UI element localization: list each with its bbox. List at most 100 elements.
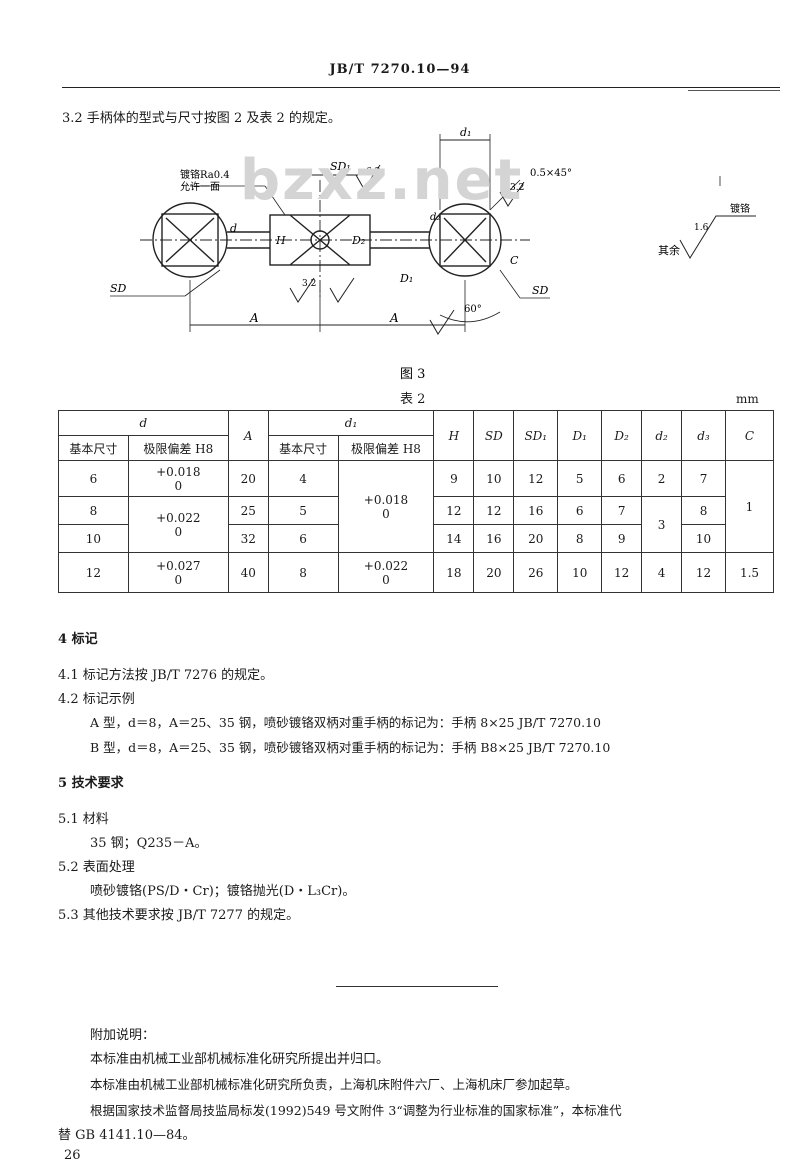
cell-d1cap: 5 xyxy=(557,460,603,497)
tol-lower: 0 xyxy=(174,524,183,539)
tol-upper: +0.018 xyxy=(156,464,201,479)
cell-sd1: 12 xyxy=(513,460,559,497)
notes-line-3: 根据国家技术监督局技监局标发(1992)549 号文附件 3“调整为行业标准的国… xyxy=(90,1103,622,1118)
roughness-all-label: 其余 xyxy=(658,243,680,257)
cell-h: 14 xyxy=(433,524,475,553)
cell-d2-merged: 3 xyxy=(641,496,683,553)
tol-upper: +0.022 xyxy=(156,510,201,525)
table-caption: 表 2 xyxy=(400,392,426,407)
cell-d1cap: 10 xyxy=(557,552,603,593)
table-unit: mm xyxy=(736,392,759,406)
cell-d2cap: 7 xyxy=(601,496,643,525)
th-d1: d₁ xyxy=(267,410,435,436)
section-3-2: 3.2 手柄体的型式与尺寸按图 2 及表 2 的规定。 xyxy=(62,111,341,126)
dim-d2-label: D₂ xyxy=(351,234,365,247)
dim-a-left-label: A xyxy=(249,311,259,325)
roughness-all-value: 1.6 xyxy=(694,223,709,233)
section-4-title: 4 标记 xyxy=(58,632,98,647)
section-5-3: 5.3 其他技术要求按 JB/T 7277 的规定。 xyxy=(58,908,300,923)
end-rule xyxy=(336,986,498,987)
dim-c-label: C xyxy=(510,254,519,267)
notes-line-2: 本标准由机械工业部机械标准化研究所负责，上海机床附件六厂、上海机床厂参加起草。 xyxy=(90,1077,578,1092)
handle-drawing: 镀铬Ra0.4 允许一面 0.5×45° d₁ SD₁ SD SD d H D₂… xyxy=(110,126,756,382)
tol-lower: 0 xyxy=(382,572,390,587)
cell-d2: 4 xyxy=(641,552,683,593)
th-a: A xyxy=(227,410,269,461)
dim-d2-small-label: d₂ xyxy=(430,212,440,223)
th-h: H xyxy=(433,410,475,461)
section-4-1: 4.1 标记方法按 JB/T 7276 的规定。 xyxy=(58,668,274,683)
page-header: JB/T 7270.10—94 xyxy=(329,62,471,77)
roughness-inner-label: 6.3 xyxy=(366,167,381,177)
th-d1cap: D₁ xyxy=(557,410,603,461)
cell-sd: 16 xyxy=(473,524,515,553)
example-b: B 型，d＝8，A＝25、35 钢，喷砂镀铬双柄对重手柄的标记为：手柄 B8×2… xyxy=(90,740,611,755)
roughness-bottom-label: 3.2 xyxy=(302,279,316,289)
th-limit: 极限偏差 H8 xyxy=(127,435,229,461)
cell-d: 12 xyxy=(58,552,129,593)
figure-caption: 图 3 xyxy=(400,367,425,382)
cell-sd1: 26 xyxy=(513,552,559,593)
cell-a: 25 xyxy=(227,496,269,525)
cell-d1: 4 xyxy=(267,460,339,497)
tol-lower: 0 xyxy=(174,478,183,493)
cell-a: 40 xyxy=(227,552,269,593)
tol-upper: +0.022 xyxy=(363,558,409,573)
cell-d3: 10 xyxy=(681,524,726,553)
dim-d-label: d xyxy=(230,222,237,235)
cell-d: 10 xyxy=(58,524,129,553)
th-d3: d₃ xyxy=(681,410,726,461)
cell-d3: 8 xyxy=(681,496,726,525)
header-rule xyxy=(62,87,780,88)
cell-c-merged: 1 xyxy=(724,460,775,553)
note-plating-2: 允许一面 xyxy=(180,180,220,193)
watermark: bzxz.net xyxy=(240,148,524,213)
cell-d3: 12 xyxy=(681,552,726,593)
section-5-title: 5 技术要求 xyxy=(58,776,124,791)
dim-sd1-label: SD₁ xyxy=(330,160,351,173)
cell-sd: 20 xyxy=(473,552,515,593)
cell-d3: 7 xyxy=(681,460,726,497)
chamfer-label: 0.5×45° xyxy=(530,168,572,179)
roughness-plated-label: 镀铬 xyxy=(730,202,750,215)
cell-d1cap: 6 xyxy=(557,496,603,525)
section-5-2-text: 喷砂镀铬(PS/D・Cr)；镀铬抛光(D・L₃Cr)。 xyxy=(90,884,356,899)
section-5-1: 5.1 材料 xyxy=(58,812,109,827)
cell-d: 6 xyxy=(58,460,129,497)
section-5-1-text: 35 钢；Q235－A。 xyxy=(90,836,208,851)
note-plating-1: 镀铬Ra0.4 xyxy=(180,168,230,181)
cell-d2: 2 xyxy=(641,460,683,497)
th-c: C xyxy=(724,410,775,461)
th-basic2: 基本尺寸 xyxy=(267,435,339,461)
th-sd: SD xyxy=(473,410,515,461)
cell-d1: 8 xyxy=(267,552,339,593)
cell-h: 9 xyxy=(433,460,475,497)
notes-line-4: 替 GB 4141.10—84。 xyxy=(58,1128,196,1143)
cell-c: 1.5 xyxy=(724,552,775,593)
tol-lower: 0 xyxy=(382,506,390,521)
tol-upper: +0.027 xyxy=(156,558,201,573)
dim-sd-left-label: SD xyxy=(110,282,127,295)
th-basic: 基本尺寸 xyxy=(58,435,129,461)
dim-d1-label: d₁ xyxy=(460,126,471,139)
cell-h: 12 xyxy=(433,496,475,525)
cell-d2cap: 12 xyxy=(601,552,643,593)
dim-a-right-label: A xyxy=(389,311,399,325)
th-limit2: 极限偏差 H8 xyxy=(337,435,435,461)
th-d2: d₂ xyxy=(641,410,683,461)
cell-sd1: 16 xyxy=(513,496,559,525)
section-4-2: 4.2 标记示例 xyxy=(58,692,135,707)
cell-sd: 10 xyxy=(473,460,515,497)
roughness-right-label: 3.2 xyxy=(510,183,524,193)
cell-d1: 5 xyxy=(267,496,339,525)
th-d: d xyxy=(58,410,229,436)
th-sd1: SD₁ xyxy=(513,410,559,461)
